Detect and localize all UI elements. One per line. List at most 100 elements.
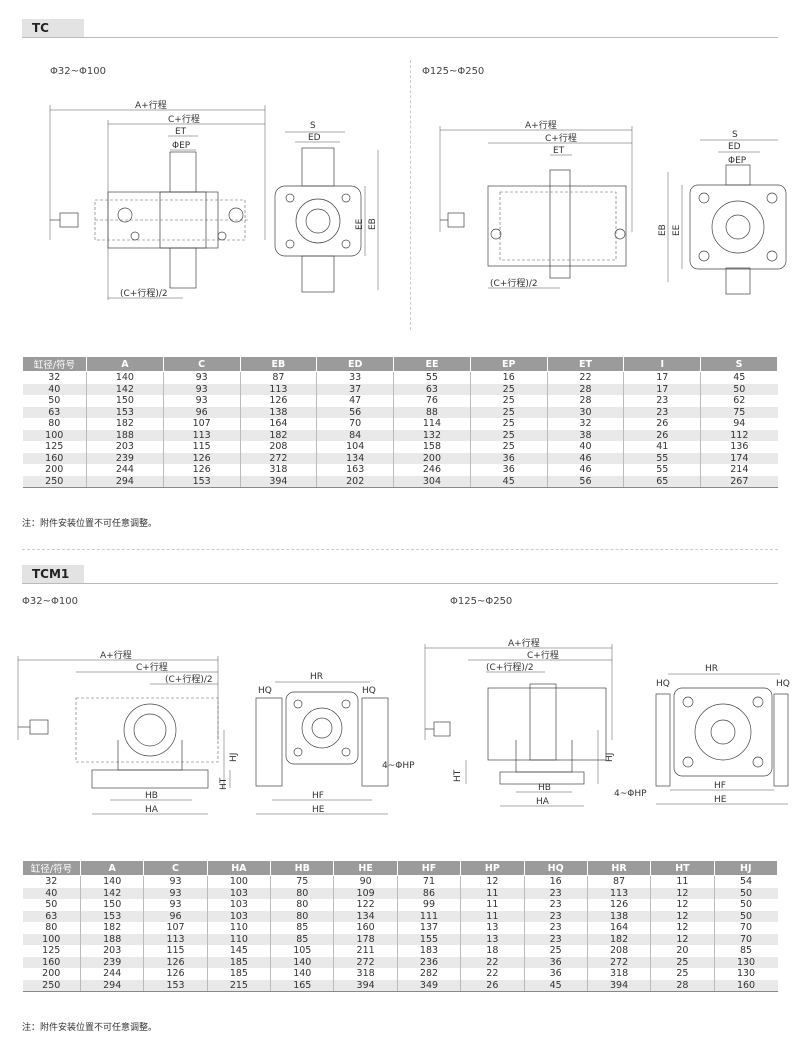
table-cell: 50: [48, 395, 61, 407]
table-cell: 11: [650, 875, 715, 888]
table-cell: 26: [460, 979, 525, 992]
tcm1-large-end-view: HR HQ HQ HF HE 4~ΦHP: [614, 664, 790, 805]
table-cell: 56: [546, 475, 624, 488]
table-cell: 239: [79, 956, 144, 968]
table-cell: 26: [623, 429, 701, 441]
table-cell: 349: [396, 979, 461, 992]
table-cell: 182: [86, 418, 164, 430]
dim-et-lg: ET: [553, 146, 565, 156]
table-cell: 87: [586, 875, 651, 888]
table-cell: 55: [623, 452, 701, 464]
table-cell: 11: [460, 910, 525, 922]
table-cell: 155: [396, 933, 461, 945]
table-cell: 99: [396, 899, 461, 911]
table-cell: 46: [546, 452, 624, 464]
table-cell: 138: [586, 910, 651, 922]
table-cell: 25: [469, 418, 548, 430]
column-header: I: [623, 356, 702, 372]
tcm1-note: 注：附件安装位置不可任意调整。: [22, 1023, 158, 1033]
table-cell: 200: [42, 968, 61, 980]
table-cell: 80: [270, 910, 334, 922]
bore-range-large: Φ125~Φ250: [450, 596, 513, 607]
table-cell: 85: [270, 922, 334, 934]
table-cell: 80: [270, 887, 334, 899]
table-cell: 122: [333, 899, 398, 911]
dim-eb: EB: [368, 218, 378, 230]
dim-hj-lg: HJ: [605, 753, 615, 762]
dim-ep: ΦEP: [172, 141, 191, 151]
table-cell: 185: [206, 968, 271, 980]
tcm1-large-side-view: A+行程 C+行程 (C+行程)/2 HB HA HJ HT: [424, 637, 615, 807]
table-cell: 25: [469, 441, 548, 453]
table-cell: 318: [333, 968, 398, 980]
table-cell: 244: [86, 464, 164, 476]
table-cell: 12: [650, 933, 715, 945]
table-cell: 50: [713, 910, 778, 922]
table-cell: 153: [162, 475, 241, 488]
table-cell: 130: [713, 968, 778, 980]
column-header: EE: [393, 356, 471, 372]
table-cell: 90: [333, 875, 398, 888]
table-cell: 115: [143, 945, 208, 957]
table-cell: 45: [700, 371, 778, 384]
table-cell: 100: [206, 875, 271, 888]
table-cell: 28: [546, 383, 624, 395]
table-cell: 40: [22, 887, 81, 899]
table-cell: 113: [239, 383, 317, 395]
table-cell: 36: [523, 956, 588, 968]
dim-hq: HQ: [258, 686, 272, 696]
table-cell: 160: [713, 979, 778, 992]
table-cell: 25: [650, 968, 715, 980]
table-cell: 94: [700, 418, 778, 430]
table-cell: 304: [393, 475, 471, 488]
table-cell: 182: [586, 933, 651, 945]
table-cell: 244: [79, 968, 144, 980]
column-header: 缸径/符号: [22, 860, 81, 876]
dim-ha-lg: HA: [536, 797, 550, 807]
table-cell: 46: [546, 464, 624, 476]
table-cell: 103: [206, 899, 271, 911]
table-cell: 16: [469, 371, 548, 384]
dim-ha: HA: [145, 805, 159, 815]
table-cell: 23: [623, 406, 701, 418]
table-cell: 163: [316, 464, 394, 476]
table-cell: 236: [396, 956, 461, 968]
table-cell: 23: [623, 395, 701, 407]
table-cell: 132: [393, 429, 471, 441]
table-cell: 50: [700, 383, 778, 395]
section-separator: [22, 549, 778, 550]
tcm1-small-end-view: HR HQ HQ HF HE 4~ΦHP: [255, 672, 415, 815]
table-cell: 394: [333, 979, 398, 992]
table-cell: 215: [206, 979, 271, 992]
table-cell: 153: [143, 979, 208, 992]
table-cell: 12: [650, 887, 715, 899]
table-cell: 25: [469, 395, 548, 407]
table-cell: 125: [45, 441, 64, 453]
table-cell: 250: [22, 979, 81, 992]
tcm1-drawings: A+行程 C+行程 (C+行程)/2 HB HA HJ HT HR HQ HQ: [17, 637, 790, 815]
table-cell: 25: [469, 406, 548, 418]
dim-et: ET: [175, 127, 187, 137]
dim-c-stroke-lg: C+行程: [527, 649, 559, 661]
dim-ed-lg: ED: [728, 142, 741, 152]
table-cell: 113: [143, 933, 208, 945]
dim-hj: HJ: [229, 753, 239, 762]
table-cell: 70: [713, 933, 778, 945]
table-cell: 85: [270, 933, 334, 945]
table-cell: 23: [523, 899, 588, 911]
table-cell: 188: [86, 429, 164, 441]
table-cell: 11: [460, 899, 525, 911]
column-header: A: [86, 356, 164, 372]
dim-a-stroke: A+行程: [135, 99, 167, 111]
table-cell: 36: [469, 464, 548, 476]
table-cell: 50: [45, 899, 58, 911]
table-cell: 23: [523, 887, 588, 899]
table-cell: 22: [460, 968, 525, 980]
